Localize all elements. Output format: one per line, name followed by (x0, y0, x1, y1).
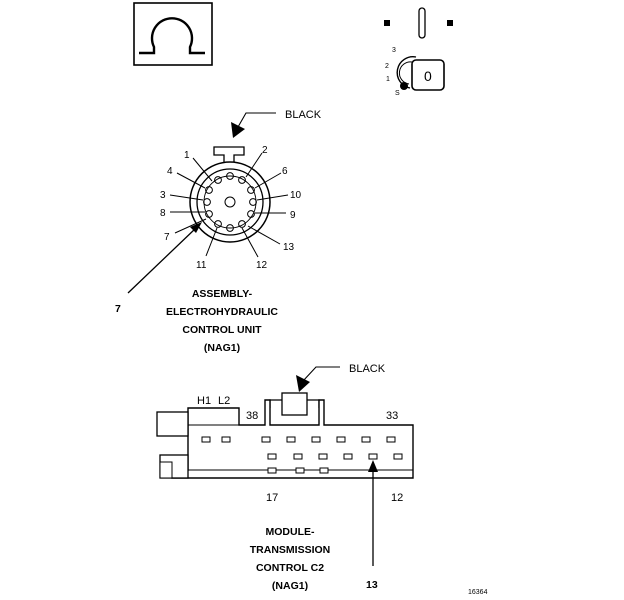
upper-pin-1: 1 (184, 150, 190, 161)
upper-pin-8: 8 (160, 208, 166, 219)
upper-pin-4: 4 (167, 166, 173, 177)
upper-pin-13: 13 (283, 242, 295, 253)
lower-pin-33: 33 (386, 410, 398, 422)
upper-callout-arrowhead (190, 222, 202, 233)
ignition-key-label: 0 (424, 68, 432, 84)
lower-pin-17: 17 (266, 492, 278, 504)
ignition-position-3: 3 (392, 47, 396, 54)
upper-title-line-4: (NAG1) (204, 342, 240, 354)
upper-callout-number: 7 (115, 303, 121, 315)
upper-connector-shell (189, 161, 271, 243)
ignition-key-icon: 0 3 2 1 S (384, 7, 453, 97)
lower-pin-38: 38 (246, 410, 258, 422)
upper-title-line-2: ELECTROHYDRAULIC (166, 306, 278, 318)
ohm-meter-icon (133, 2, 213, 66)
upper-connector: BLACK (115, 109, 322, 354)
figure-number: 16364 (468, 589, 488, 596)
ignition-position-1: 1 (386, 76, 390, 83)
lower-wire-line (302, 366, 340, 382)
upper-pin-6: 6 (282, 166, 288, 177)
upper-wire-color: BLACK (285, 109, 322, 121)
lower-callout-arrowhead (368, 460, 378, 472)
upper-pin-12: 12 (256, 260, 268, 271)
upper-pin-2: 2 (262, 145, 268, 156)
upper-wire-line (237, 112, 276, 128)
lower-pin-12: 12 (391, 492, 403, 504)
lower-title-line-4: (NAG1) (272, 580, 308, 592)
upper-title-line-1: ASSEMBLY- (192, 288, 253, 300)
upper-wire-arrow (231, 122, 245, 138)
lower-callout-number: 13 (366, 579, 378, 591)
upper-callout-line (127, 227, 197, 294)
upper-pin-9: 9 (290, 210, 296, 221)
lower-title-line-3: CONTROL C2 (256, 562, 324, 574)
upper-pin-11: 11 (196, 260, 207, 271)
lower-wire-color: BLACK (349, 363, 386, 375)
ignition-position-s: S (395, 90, 400, 97)
lower-title-line-1: MODULE- (266, 526, 315, 538)
lower-wire-arrow (296, 375, 310, 392)
lower-label-l2: L2 (218, 395, 230, 407)
upper-pin-10: 10 (290, 190, 302, 201)
ignition-position-2: 2 (385, 63, 389, 70)
upper-title-line-3: CONTROL UNIT (182, 324, 262, 336)
upper-pin-3: 3 (160, 190, 166, 201)
lower-connector: BLACK (156, 363, 414, 592)
lower-label-h1: H1 (197, 395, 211, 407)
lower-title-line-2: TRANSMISSION (250, 544, 331, 556)
upper-pin-7: 7 (164, 232, 170, 243)
